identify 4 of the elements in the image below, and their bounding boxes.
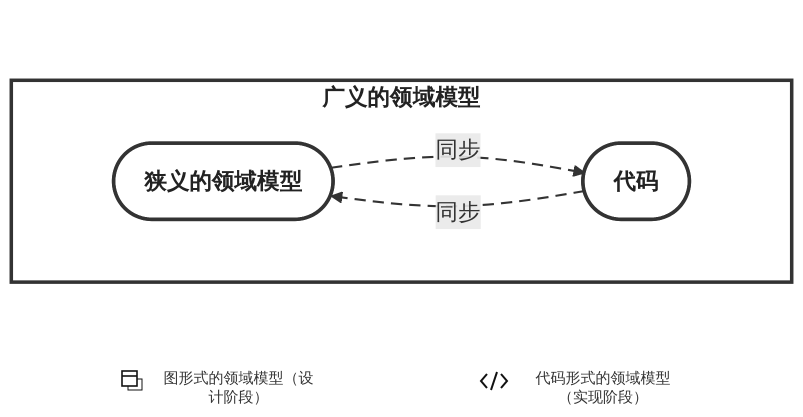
edge-label: 同步 — [436, 198, 481, 226]
legend-text: 图形式的领域模型（设计阶段） — [162, 369, 314, 407]
legend-text: 代码形式的领域模型（实现阶段） — [534, 369, 672, 407]
edge-label: 同步 — [435, 136, 481, 164]
